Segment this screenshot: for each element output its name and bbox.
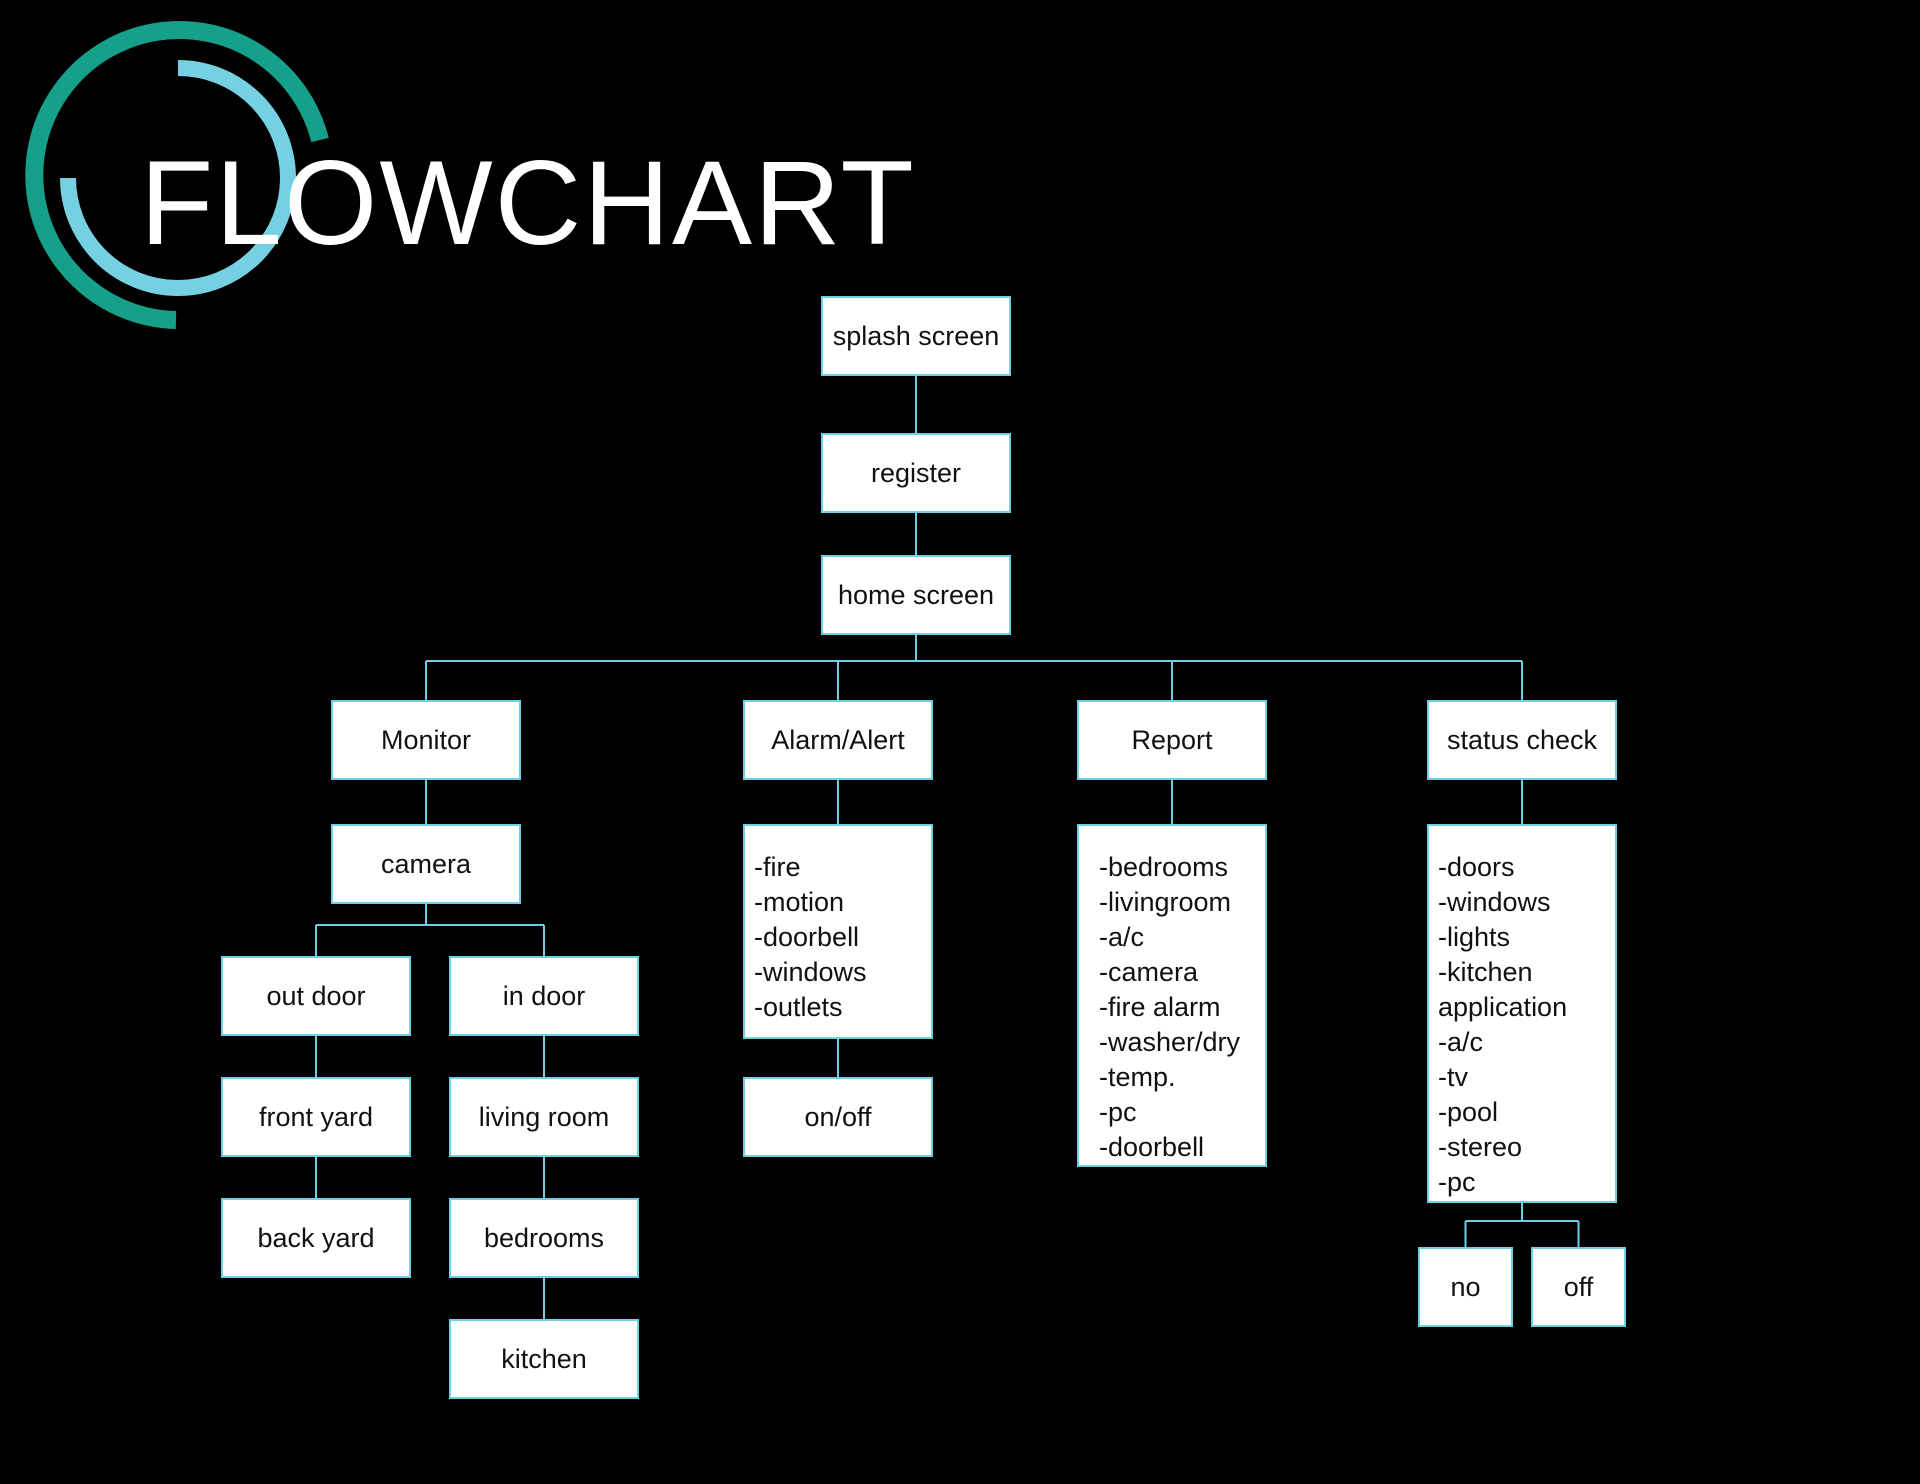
node-reportlist-line: -washer/dry xyxy=(1099,1027,1241,1057)
node-reportlist-line: -doorbell xyxy=(1099,1132,1205,1162)
node-alarm: Alarm/Alert xyxy=(743,700,933,780)
node-report-label: Report xyxy=(1131,724,1213,755)
node-alarmlist-line: -outlets xyxy=(754,992,843,1022)
node-reportlist-line: -bedrooms xyxy=(1099,852,1229,882)
node-home-label: home screen xyxy=(837,579,995,610)
node-statuslist-line: application xyxy=(1438,992,1568,1022)
node-frontyard: front yard xyxy=(221,1077,411,1157)
node-alarmlist-line: -motion xyxy=(754,887,845,917)
node-splash: splash screen xyxy=(821,296,1011,376)
node-register: register xyxy=(821,433,1011,513)
node-camera-label: camera xyxy=(380,848,472,879)
node-camera: camera xyxy=(331,824,521,904)
node-splash-label: splash screen xyxy=(832,320,1000,351)
node-reportlist-line: -a/c xyxy=(1099,922,1145,952)
node-reportlist-line: -camera xyxy=(1099,957,1199,987)
node-statuslist: -doors -windows -lights -kitchen application… xyxy=(1427,824,1617,1203)
node-off-label: off xyxy=(1563,1271,1594,1302)
node-status: status check xyxy=(1427,700,1617,780)
node-livingroom-label: living room xyxy=(478,1101,610,1132)
node-register-label: register xyxy=(870,457,962,488)
node-report: Report xyxy=(1077,700,1267,780)
node-status-label: status check xyxy=(1446,724,1598,755)
node-statuslist-line: -a/c xyxy=(1438,1027,1484,1057)
node-reportlist: -bedrooms -livingroom -a/c -camera -fire ala… xyxy=(1077,824,1267,1167)
node-outdoor-label: out door xyxy=(266,980,366,1011)
node-kitchen-label: kitchen xyxy=(501,1343,587,1374)
node-alarmlist-line: -windows xyxy=(754,957,867,987)
node-reportlist-line: -pc xyxy=(1099,1097,1137,1127)
node-reportlist-line: -livingroom xyxy=(1099,887,1232,917)
node-frontyard-label: front yard xyxy=(258,1101,374,1132)
node-off: off xyxy=(1531,1247,1626,1327)
node-statuslist-line: -windows xyxy=(1438,887,1551,917)
node-alarm-label: Alarm/Alert xyxy=(771,724,905,755)
node-indoor: in door xyxy=(449,956,639,1036)
logo-inner-ring xyxy=(60,60,296,296)
node-kitchen: kitchen xyxy=(449,1319,639,1399)
node-backyard-label: back yard xyxy=(257,1222,375,1253)
ring-logo-icon xyxy=(25,21,329,329)
node-statuslist-line: -doors xyxy=(1438,852,1515,882)
node-alarmlist-line: -doorbell xyxy=(754,922,860,952)
node-statuslist-line: -kitchen xyxy=(1438,957,1533,987)
node-bedrooms: bedrooms xyxy=(449,1198,639,1278)
node-no-label: no xyxy=(1450,1271,1481,1302)
node-indoor-label: in door xyxy=(502,980,586,1011)
node-statuslist-line: -tv xyxy=(1438,1062,1468,1092)
node-statuslist-line: -stereo xyxy=(1438,1132,1523,1162)
node-onoff: on/off xyxy=(743,1077,933,1157)
node-livingroom: living room xyxy=(449,1077,639,1157)
node-home: home screen xyxy=(821,555,1011,635)
node-statuslist-line: -lights xyxy=(1438,922,1511,952)
node-onoff-label: on/off xyxy=(804,1101,872,1132)
logo-outer-ring xyxy=(25,21,329,329)
node-alarmlist: -fire -motion -doorbell -windows -outlets xyxy=(743,824,933,1039)
page-title: FLOWCHART xyxy=(140,136,916,270)
node-statuslist-line: -pool xyxy=(1438,1097,1499,1127)
node-monitor-label: Monitor xyxy=(380,724,472,755)
node-backyard: back yard xyxy=(221,1198,411,1278)
node-outdoor: out door xyxy=(221,956,411,1036)
node-bedrooms-label: bedrooms xyxy=(483,1222,605,1253)
node-no: no xyxy=(1418,1247,1513,1327)
node-monitor: Monitor xyxy=(331,700,521,780)
node-alarmlist-line: -fire xyxy=(754,852,801,882)
node-reportlist-line: -fire alarm xyxy=(1099,992,1221,1022)
node-reportlist-line: -temp. xyxy=(1099,1062,1176,1092)
node-statuslist-line: -pc xyxy=(1438,1167,1476,1197)
